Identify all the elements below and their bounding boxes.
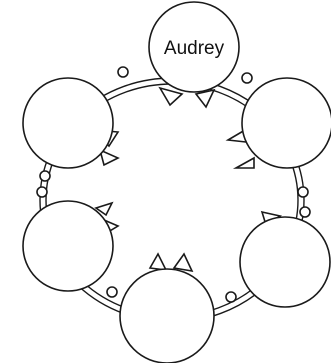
ring-link bbox=[118, 67, 128, 77]
circle-lower-right bbox=[240, 217, 330, 307]
circle-upper-right bbox=[242, 78, 331, 168]
circle-lower-left bbox=[23, 201, 113, 291]
name-label: Audrey bbox=[164, 38, 225, 59]
circle-upper-left bbox=[23, 78, 113, 168]
ring-link bbox=[242, 73, 252, 83]
ring-link bbox=[40, 171, 50, 181]
circle-top: Audrey bbox=[149, 2, 239, 92]
ring-link bbox=[298, 187, 308, 197]
ring-link bbox=[226, 292, 236, 302]
ring-link bbox=[107, 287, 117, 297]
ring-link bbox=[37, 187, 47, 197]
circle-bottom bbox=[120, 269, 214, 363]
ring-link bbox=[300, 207, 310, 217]
